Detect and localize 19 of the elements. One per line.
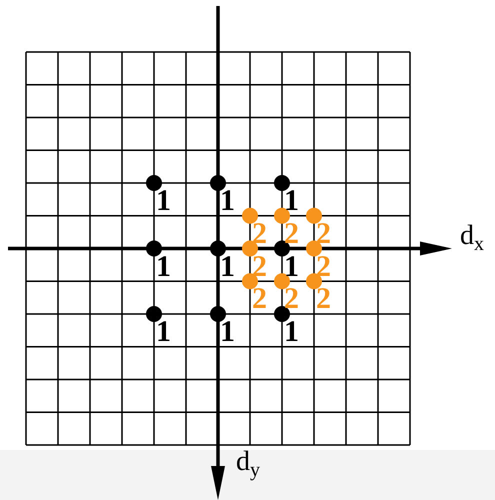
point-label: 1 bbox=[220, 252, 235, 282]
point-label: 1 bbox=[156, 317, 171, 347]
point-label: 2 bbox=[252, 218, 267, 249]
point-label: 2 bbox=[252, 252, 267, 282]
point-label: 1 bbox=[220, 186, 235, 216]
axis-label: d$_{y}$ bbox=[236, 448, 260, 480]
point-label: 2 bbox=[316, 284, 331, 314]
point-label: 2 bbox=[284, 284, 299, 314]
point-label: 1 bbox=[284, 252, 299, 282]
point-label: 1 bbox=[156, 252, 171, 282]
point-label: 1 bbox=[220, 317, 235, 347]
point-label: 2 bbox=[284, 218, 299, 249]
point-label: 2 bbox=[316, 218, 331, 249]
point-label: 2 bbox=[316, 252, 331, 282]
point-label: 1 bbox=[284, 317, 299, 347]
point-label: 2 bbox=[252, 284, 267, 314]
point-label: 1 bbox=[284, 186, 299, 216]
point-label: 1 bbox=[156, 186, 171, 216]
axis-label: d$_{x}$ bbox=[460, 222, 484, 254]
